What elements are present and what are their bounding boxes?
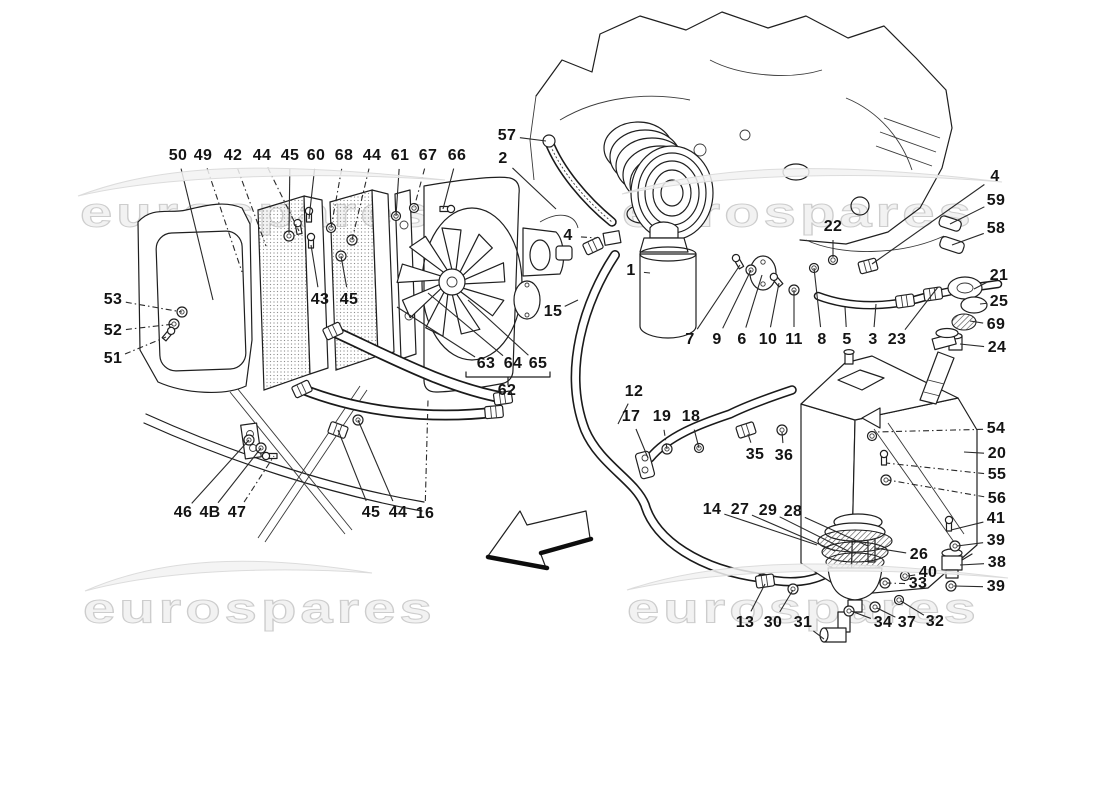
air-duct: [137, 203, 253, 393]
direction-arrow-icon: [485, 510, 594, 571]
watermark-text: eurospares: [626, 585, 980, 632]
group-bracket-62: [465, 371, 551, 386]
oil-filter: [602, 221, 697, 339]
fan-shroud: [421, 176, 523, 393]
watermark-text: eurospares: [82, 585, 436, 632]
elbow-fitting: [819, 611, 851, 643]
oil-cooler-core-front: [257, 195, 329, 391]
cooling-fan: [396, 227, 506, 337]
engine-block: [529, 11, 953, 252]
